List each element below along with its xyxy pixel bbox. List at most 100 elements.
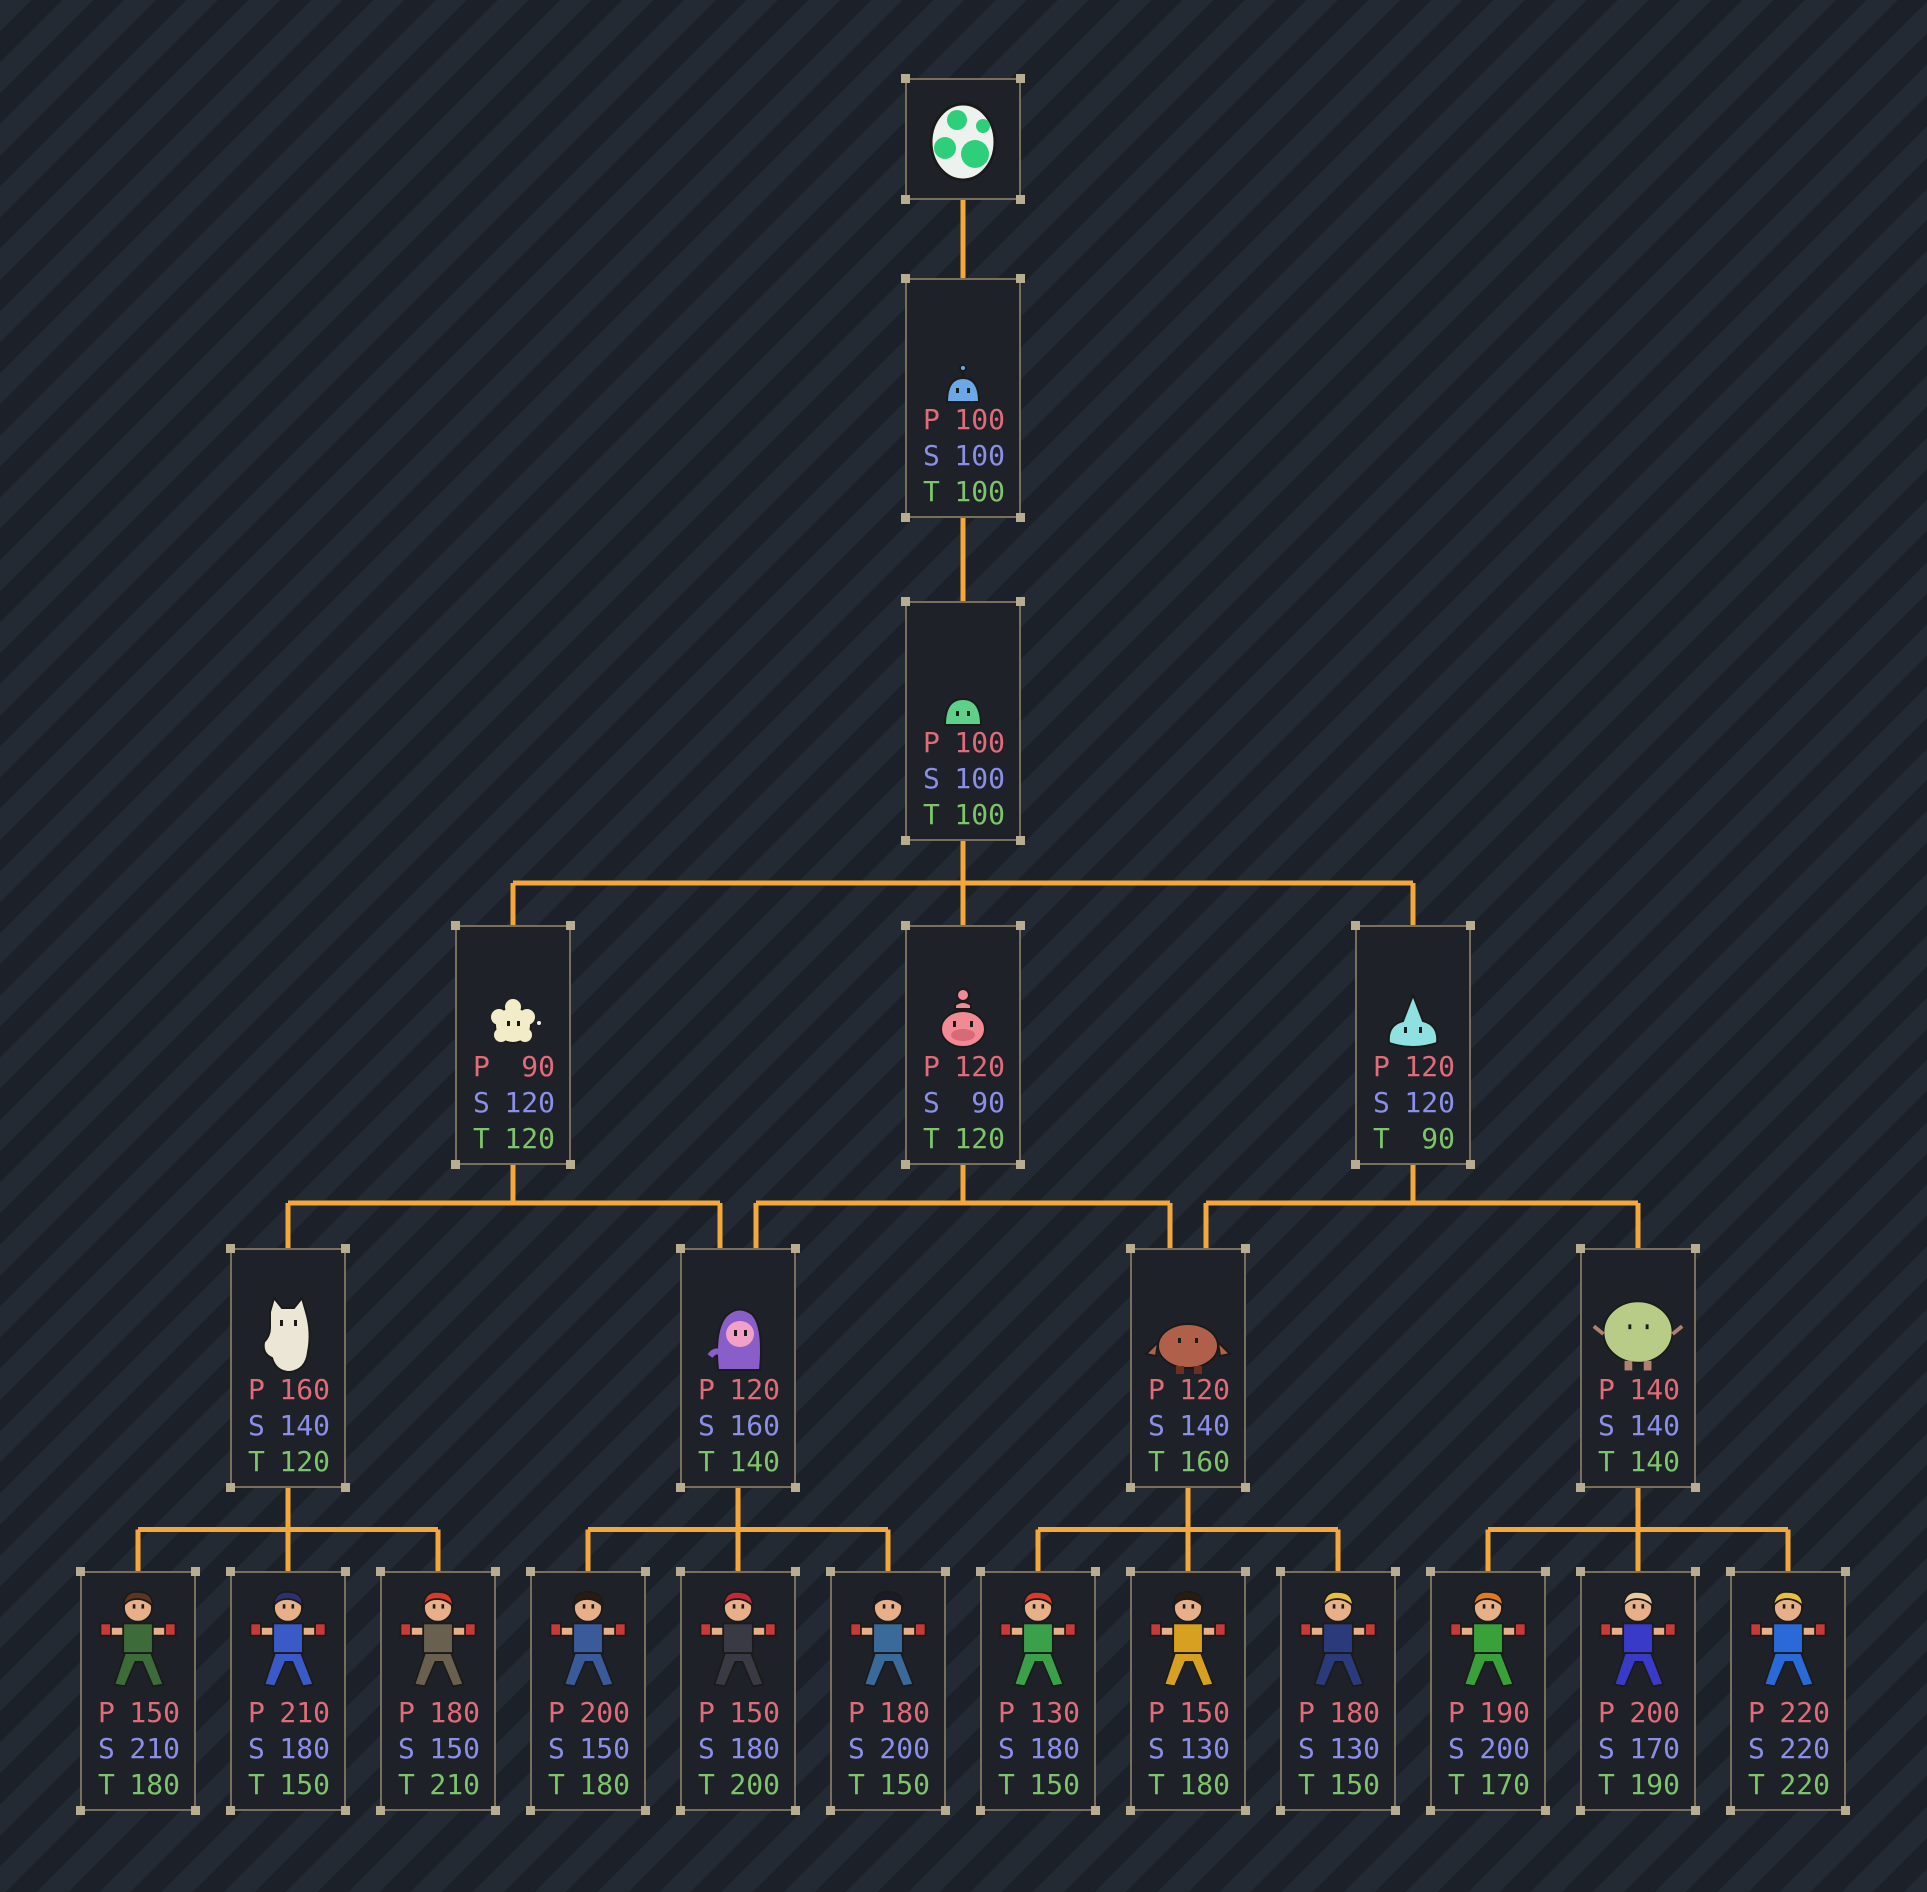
stat-label-p: P	[1148, 1696, 1165, 1729]
stat-label-s: S	[548, 1732, 565, 1765]
frame-corner	[941, 1806, 950, 1815]
frame-corner	[941, 1567, 950, 1576]
stat-label-p: P	[1748, 1696, 1765, 1729]
frame-corner	[226, 1483, 235, 1492]
frame-corner	[1691, 1567, 1700, 1576]
stat-value-t: 180	[1179, 1768, 1230, 1801]
frame-corner	[1466, 1160, 1475, 1169]
stat-value-p: 100	[954, 403, 1005, 436]
stat-value-s: 200	[879, 1732, 930, 1765]
stat-label-s: S	[698, 1409, 715, 1442]
frame-corner	[1841, 1567, 1850, 1576]
stat-value-t: 200	[729, 1768, 780, 1801]
frame-corner	[1691, 1483, 1700, 1492]
frame-corner	[1576, 1244, 1585, 1253]
frame-corner	[641, 1806, 650, 1815]
stat-label-t: T	[848, 1768, 865, 1801]
stat-value-t: 90	[1421, 1122, 1455, 1155]
stat-label-t: T	[398, 1768, 415, 1801]
frame-corner	[1016, 1160, 1025, 1169]
frame-corner	[491, 1806, 500, 1815]
stat-label-s: S	[998, 1732, 1015, 1765]
cyan-drop-slime-icon	[1365, 965, 1461, 1053]
frame-corner	[901, 597, 910, 606]
frame-corner	[1466, 921, 1475, 930]
stat-value-s: 220	[1779, 1732, 1830, 1765]
stat-value-p: 180	[879, 1696, 930, 1729]
stat-label-p: P	[548, 1696, 565, 1729]
stat-value-p: 120	[1404, 1050, 1455, 1083]
frame-corner	[566, 1160, 575, 1169]
stat-value-s: 180	[1029, 1732, 1080, 1765]
cream-fluffball-icon	[465, 965, 561, 1053]
stat-label-t: T	[248, 1768, 265, 1801]
stat-label-s: S	[248, 1732, 265, 1765]
stat-label-t: T	[923, 798, 940, 831]
stat-value-t: 140	[729, 1445, 780, 1478]
frame-corner	[1016, 195, 1025, 204]
stat-value-s: 160	[729, 1409, 780, 1442]
frame-corner	[641, 1567, 650, 1576]
stat-value-t: 160	[1179, 1445, 1230, 1478]
stat-value-s: 120	[504, 1086, 555, 1119]
muay-thai-fighter-icon	[1590, 1590, 1686, 1699]
stat-label-s: S	[1598, 1409, 1615, 1442]
frame-corner	[901, 513, 910, 522]
frame-corner	[826, 1806, 835, 1815]
frame-corner	[376, 1567, 385, 1576]
frame-corner	[341, 1244, 350, 1253]
stat-value-p: 120	[729, 1373, 780, 1406]
stat-value-s: 180	[279, 1732, 330, 1765]
stat-value-t: 180	[129, 1768, 180, 1801]
stat-label-t: T	[548, 1768, 565, 1801]
frame-corner	[1276, 1806, 1285, 1815]
green-leotard-fighter-icon	[990, 1590, 1086, 1699]
frame-corner	[901, 836, 910, 845]
blonde-gi-fighter-icon	[1290, 1590, 1386, 1699]
stat-value-p: 160	[279, 1373, 330, 1406]
frame-corner	[1726, 1806, 1735, 1815]
stat-label-p: P	[98, 1696, 115, 1729]
frame-corner	[791, 1244, 800, 1253]
stat-value-s: 180	[729, 1732, 780, 1765]
stat-value-t: 220	[1779, 1768, 1830, 1801]
frame-corner	[1391, 1567, 1400, 1576]
yellow-pants-fighter-icon	[1140, 1590, 1236, 1699]
frame-corner	[1241, 1483, 1250, 1492]
stat-value-s: 210	[129, 1732, 180, 1765]
frame-corner	[226, 1806, 235, 1815]
frame-corner	[1016, 921, 1025, 930]
stat-value-s: 100	[954, 439, 1005, 472]
frame-corner	[1351, 1160, 1360, 1169]
